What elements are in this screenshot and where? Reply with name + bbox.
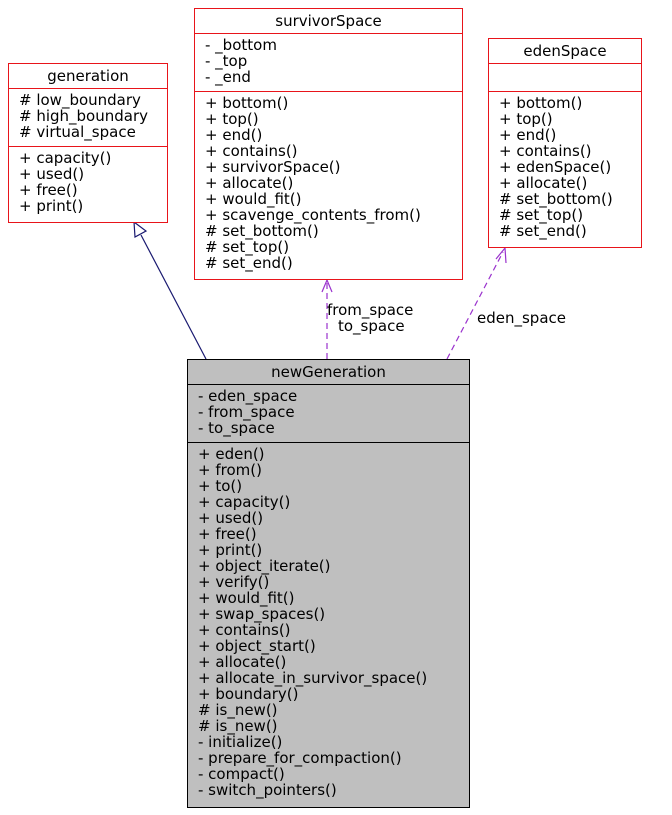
member: + edenSpace() (499, 158, 612, 176)
member: - _bottom (205, 36, 277, 54)
attributes-section: - _bottom- _top- _end (195, 33, 462, 91)
member: # virtual_space (19, 123, 136, 141)
member: - _top (205, 52, 248, 70)
member: # set_bottom() (205, 222, 319, 240)
member: + would_fit() (205, 190, 302, 208)
member: + allocate() (499, 174, 588, 192)
member: + free() (19, 181, 78, 199)
member: + boundary() (198, 685, 299, 703)
member: + top() (499, 110, 553, 128)
inheritance-arrowhead (133, 220, 148, 238)
methods-section: + capacity()+ used()+ free()+ print() (9, 146, 167, 217)
member: - _end (205, 68, 251, 86)
member: + allocate() (205, 174, 294, 192)
member: + capacity() (198, 493, 291, 511)
member: + bottom() (205, 94, 289, 112)
member: + capacity() (19, 149, 112, 167)
methods-section: + bottom()+ top()+ end()+ contains()+ su… (195, 91, 462, 274)
class-name: survivorSpace (275, 12, 382, 30)
methods-section: + eden()+ from()+ to()+ capacity()+ used… (188, 442, 469, 801)
member: + from() (198, 461, 262, 479)
attributes-section (489, 63, 641, 91)
member: # set_end() (205, 254, 293, 272)
class-generation: generation # low_boundary# high_boundary… (8, 63, 168, 223)
to-space-label: to_space (338, 317, 405, 335)
member: + print() (19, 197, 84, 215)
class-name: newGeneration (271, 363, 386, 381)
member: - to_space (198, 419, 275, 437)
member: + bottom() (499, 94, 583, 112)
methods-section: + bottom()+ top()+ end()+ contains()+ ed… (489, 91, 641, 242)
member: + contains() (198, 621, 291, 639)
member: + to() (198, 477, 243, 495)
attributes-section: - eden_space- from_space- to_space (188, 384, 469, 442)
member: - compact() (198, 765, 285, 783)
eden-association-line (446, 251, 504, 360)
eden-space-label: eden_space (477, 309, 566, 327)
member: - initialize() (198, 733, 283, 751)
member: # high_boundary (19, 107, 149, 125)
class-name: generation (47, 67, 129, 85)
member: # set_top() (499, 206, 584, 224)
member: # set_top() (205, 238, 290, 256)
member: + top() (205, 110, 259, 128)
member: + survivorSpace() (205, 158, 341, 176)
member: - prepare_for_compaction() (198, 749, 402, 767)
member: # is_new() (198, 717, 278, 735)
class-newGeneration: newGeneration - eden_space- from_space- … (187, 359, 470, 808)
member: + used() (198, 509, 264, 527)
member: + allocate() (198, 653, 287, 671)
member: + object_start() (198, 637, 316, 655)
survivor-association-arrowhead (321, 278, 333, 293)
class-survivorSpace: survivorSpace - _bottom- _top- _end + bo… (194, 8, 463, 280)
eden-association-arrowhead (495, 246, 507, 264)
member: # low_boundary (19, 91, 141, 109)
member: + end() (205, 126, 263, 144)
attributes-section: # low_boundary# high_boundary# virtual_s… (9, 88, 167, 146)
member: + would_fit() (198, 589, 295, 607)
member: + allocate_in_survivor_space() (198, 669, 428, 687)
class-edenSpace: edenSpace + bottom()+ top()+ end()+ cont… (488, 38, 642, 248)
member: + used() (19, 165, 85, 183)
member: + scavenge_contents_from() (205, 206, 421, 224)
member: + object_iterate() (198, 557, 331, 575)
from-space-label: from_space (327, 301, 414, 319)
inheritance-line (140, 234, 207, 360)
member: + end() (499, 126, 557, 144)
member: - switch_pointers() (198, 781, 337, 799)
member: + swap_spaces() (198, 605, 326, 623)
member: + contains() (499, 142, 592, 160)
member: + verify() (198, 573, 270, 591)
member: # set_bottom() (499, 190, 613, 208)
member: + free() (198, 525, 257, 543)
class-name: edenSpace (523, 42, 607, 60)
member: + contains() (205, 142, 298, 160)
member: + eden() (198, 445, 265, 463)
member: # is_new() (198, 701, 278, 719)
member: - from_space (198, 403, 295, 421)
member: + print() (198, 541, 263, 559)
member: - eden_space (198, 387, 298, 405)
member: # set_end() (499, 222, 587, 240)
